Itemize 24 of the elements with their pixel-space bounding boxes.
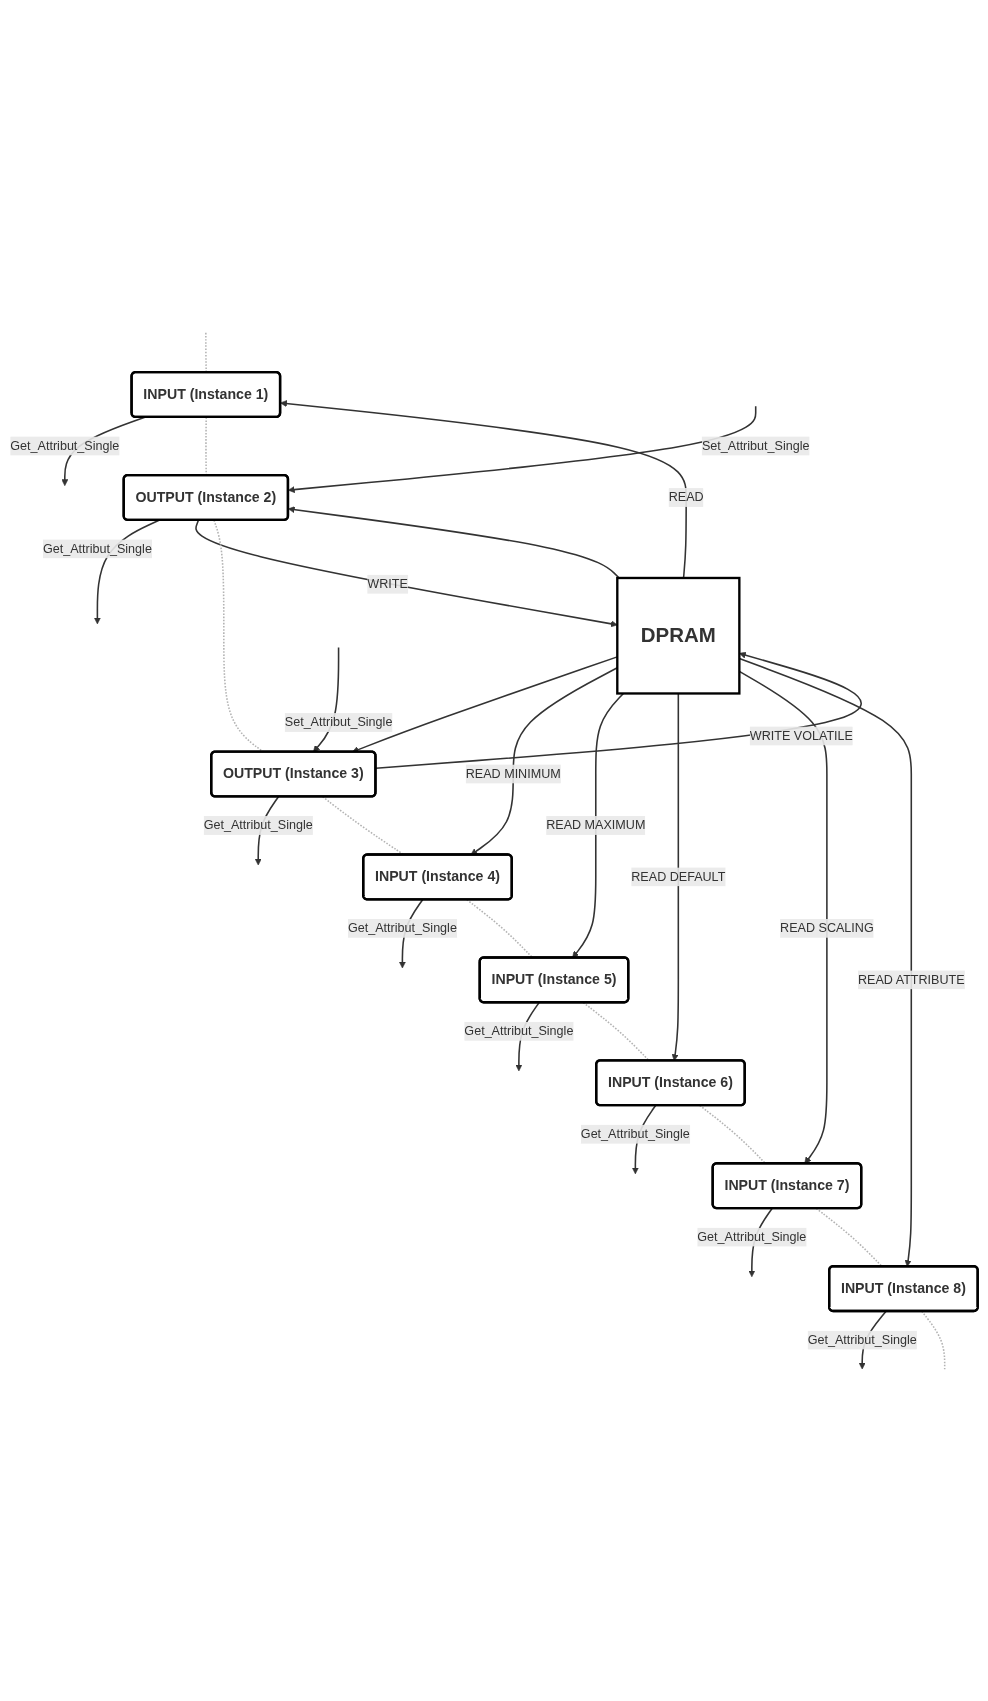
edge-label: Get_Attribut_Single: [580, 1126, 690, 1140]
edge-label: READ: [668, 489, 704, 504]
arrow: [280, 399, 687, 579]
edge-label: Get_Attribut_Single: [203, 817, 313, 832]
arrow: [288, 505, 620, 579]
edge-label: Get_Attribut_Single: [42, 541, 152, 555]
connector: [921, 1310, 946, 1370]
edge-label: Get_Attribut_Single: [10, 438, 120, 452]
edge-label: Get_Attribut_Single: [347, 920, 457, 935]
arrow: [288, 405, 757, 493]
edge-label: READ MINIMUM: [465, 766, 561, 780]
edge-label: WRITE VOLATILE: [749, 728, 853, 742]
node-box: DPRAM: [616, 576, 741, 695]
edge-label: READ DEFAULT: [631, 869, 726, 883]
edge-label: READ ATTRIBUTE: [857, 972, 965, 986]
edge-label: Set_Attribut_Single: [701, 438, 810, 452]
arrow: [375, 651, 862, 769]
edge-label: READ SCALING: [780, 920, 874, 935]
edge-label: Set_Attribut_Single: [284, 714, 393, 729]
edge-label: Get_Attribut_Single: [697, 1229, 807, 1243]
edge-label: Get_Attribut_Single: [464, 1023, 574, 1038]
edge-label: Get_Attribut_Single: [807, 1332, 917, 1346]
edge-label: WRITE: [367, 576, 408, 591]
edge-label: READ MAXIMUM: [546, 817, 646, 832]
